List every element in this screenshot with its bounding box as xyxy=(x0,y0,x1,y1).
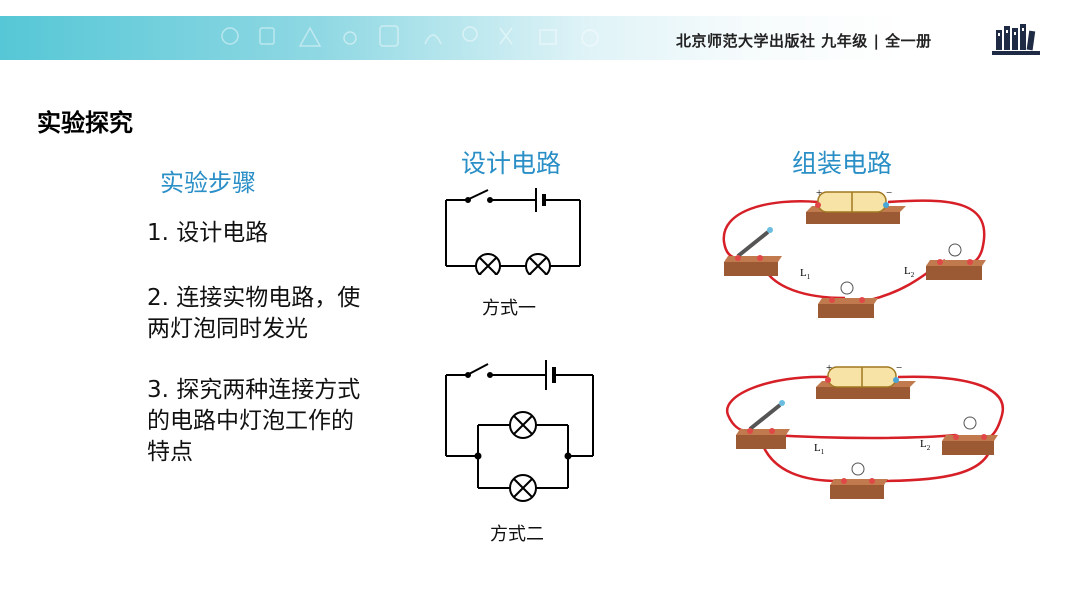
caption-parallel: 方式二 xyxy=(490,524,544,545)
battery-holder xyxy=(806,191,906,224)
lamp-1-board xyxy=(818,281,878,318)
section-title: 实验探究 xyxy=(37,109,133,137)
parallel-assembly-illustration: + − L1 L2 xyxy=(725,362,1005,499)
series-assembly-illustration: + − L1 L2 xyxy=(722,187,986,318)
design-heading: 设计电路 xyxy=(461,149,562,178)
lamp-2-symbol xyxy=(525,253,551,275)
header-band xyxy=(0,16,1066,60)
series-circuit-diagram xyxy=(445,188,581,275)
steps-heading: 实验步骤 xyxy=(160,169,256,197)
lamp-2-board xyxy=(926,243,986,280)
assembly-heading: 组装电路 xyxy=(792,149,893,178)
caption-series: 方式一 xyxy=(482,298,536,319)
step-1: 1. 设计电路 xyxy=(147,220,269,246)
lamp-branch-2-symbol xyxy=(509,474,537,502)
step-3: 3. 探究两种连接方式的电路中灯泡工作的特点 xyxy=(147,377,361,465)
lamp-2-label: L2 xyxy=(904,265,915,279)
lamp-1-symbol xyxy=(475,253,501,275)
header-decoration xyxy=(221,25,599,47)
battery-plus-label-2: + xyxy=(826,362,832,374)
lamp-2-board-2 xyxy=(942,416,998,455)
lamp-1-label-2: L1 xyxy=(814,442,825,456)
lamp-1-board-2 xyxy=(830,462,888,499)
lamp-1-label: L1 xyxy=(800,267,811,281)
battery-plus-label: + xyxy=(816,187,822,199)
switch-board-2 xyxy=(736,400,790,449)
lamp-2-label-2: L2 xyxy=(920,438,931,452)
publisher-label: 北京师范大学出版社 九年级 | 全一册 xyxy=(676,32,932,50)
battery-holder-2 xyxy=(816,366,916,399)
battery-minus-label: − xyxy=(886,187,892,199)
lamp-branch-1-symbol xyxy=(509,411,537,439)
parallel-circuit-diagram xyxy=(445,360,594,502)
switch-board xyxy=(724,227,782,276)
books-icon xyxy=(992,24,1040,55)
step-2: 2. 连接实物电路，使两灯泡同时发光 xyxy=(147,285,361,342)
battery-minus-label-2: − xyxy=(896,362,902,374)
